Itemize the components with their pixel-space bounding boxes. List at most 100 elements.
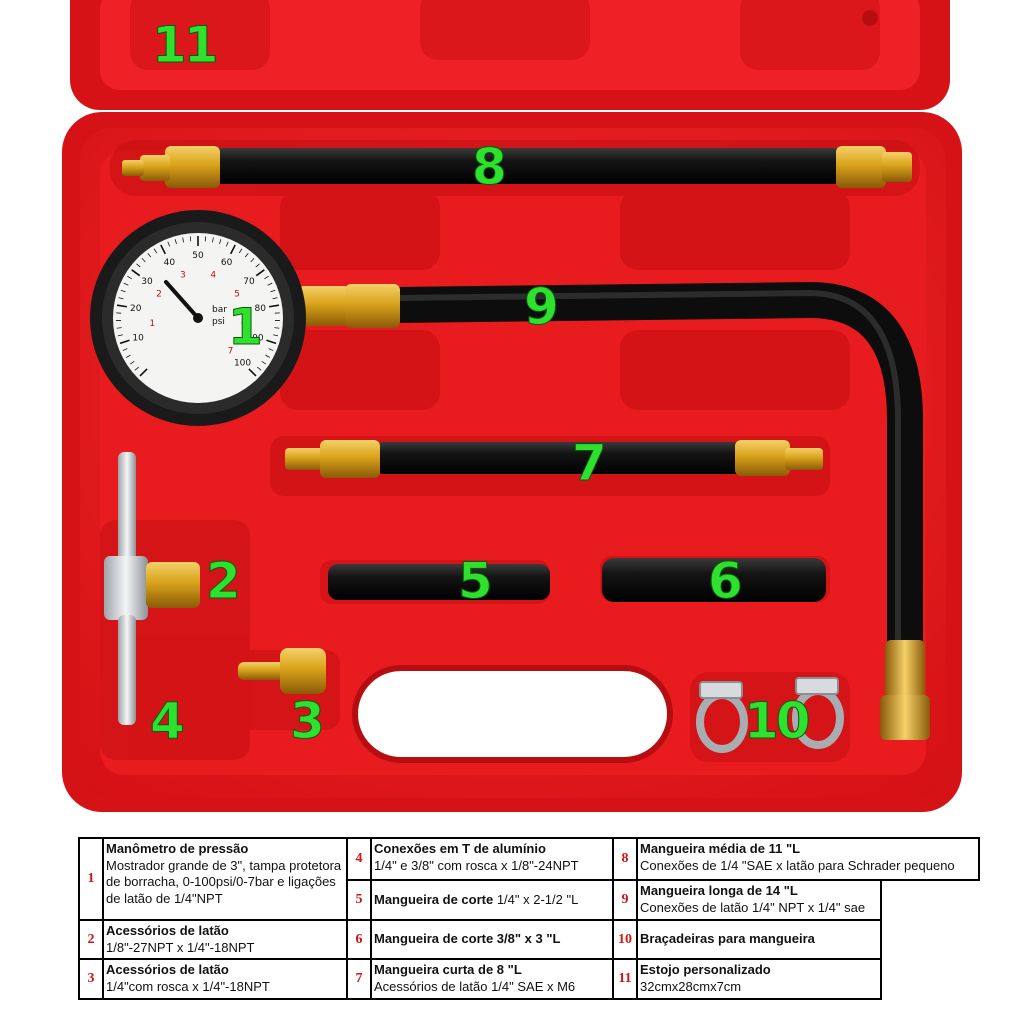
hose-11-inch: [122, 146, 912, 188]
callout-7: 7: [572, 434, 608, 492]
gauge-tick: [268, 304, 280, 308]
gauge-tick: [244, 252, 249, 258]
legend-number: 8: [614, 839, 638, 879]
gauge-needle: [164, 280, 200, 320]
gauge-tick: [136, 263, 141, 268]
legend-desc: 1/4" e 3/8" com rosca x 1/8"-24NPT: [374, 857, 579, 873]
callout-11: 11: [152, 16, 220, 74]
legend-number: 2: [80, 921, 104, 958]
gauge-tick: [139, 368, 148, 377]
callout-8: 8: [472, 138, 508, 196]
cut-hose-3-8-inch: [602, 558, 826, 602]
gauge-psi-label: 70: [243, 277, 255, 287]
gauge-tick: [264, 275, 269, 280]
gauge-tick: [248, 368, 257, 377]
legend-title: Acessórios de latão: [106, 962, 229, 977]
gauge-tick: [212, 237, 214, 243]
gauge-bar-label: 3: [180, 271, 186, 281]
legend-number: 3: [80, 960, 104, 998]
gauge-tick: [261, 360, 267, 365]
gauge-tick: [268, 348, 274, 351]
gauge-tick: [127, 275, 132, 280]
gauge-tick: [153, 248, 158, 254]
gauge-tick: [229, 244, 236, 255]
legend-desc: 1/8"-27NPT x 1/4"-18NPT: [106, 939, 255, 955]
legend-desc: 1/4" x 2-1/2 "L: [496, 891, 579, 907]
legend-title: Mangueira de corte 3/8" x 3 "L: [374, 931, 561, 947]
gauge-bar-label: 5: [234, 290, 240, 300]
legend-title: Mangueira curta de 8 "L: [374, 962, 522, 977]
gauge-unit-psi: psi: [212, 317, 225, 327]
gauge-tick: [141, 257, 146, 263]
gauge-tick: [122, 348, 128, 351]
legend-title: Estojo personalizado: [640, 962, 771, 977]
gauge-tick: [125, 354, 131, 358]
gauge-psi-label: 80: [254, 304, 266, 314]
legend-desc: Conexões de latão 1/4" NPT x 1/4" sae: [640, 899, 866, 915]
hose-8-inch: [285, 440, 823, 478]
legend-desc: Mostrador grande de 3", tampa protetora …: [106, 857, 342, 906]
gauge-tick: [265, 354, 271, 358]
gauge-tick: [167, 241, 171, 247]
legend-row-5: 5 Mangueira de corte 1/4" x 2-1/2 "L: [346, 879, 614, 921]
gauge-tick: [273, 334, 279, 337]
gauge-bar-label: 4: [210, 271, 216, 281]
gauge-psi-label: 30: [141, 277, 153, 287]
legend-desc: Acessórios de latão 1/4" SAE x M6: [374, 978, 576, 994]
legend-row-10: 10 Braçadeiras para mangueira: [612, 919, 882, 960]
legend-number: 11: [614, 960, 638, 998]
legend-title: Manômetro de pressão: [106, 841, 249, 856]
legend-row-6: 6 Mangueira de corte 3/8" x 3 "L: [346, 919, 614, 960]
aluminum-t-connector: [104, 452, 200, 725]
callout-5: 5: [458, 552, 494, 610]
gauge-tick: [129, 360, 135, 365]
legend-desc: 32cmx28cmx7cm: [640, 978, 742, 994]
gauge-bar-label: 7: [228, 347, 234, 357]
cut-hose-quarter-inch: [328, 564, 550, 600]
gauge-psi-label: 100: [234, 359, 251, 369]
gauge-unit-bar: bar: [212, 305, 227, 315]
gauge-tick: [267, 282, 273, 286]
callout-6: 6: [708, 552, 744, 610]
gauge-tick: [274, 327, 280, 329]
gauge-psi-label: 40: [164, 258, 176, 268]
gauge-bar-label: 2: [156, 290, 162, 300]
case-handle-cutout: [352, 665, 673, 763]
gauge-tick: [160, 244, 167, 255]
gauge-bar-label: 6: [241, 319, 247, 329]
hose-14-inch: [298, 281, 930, 740]
case-lid: [70, 0, 950, 110]
legend-title: Braçadeiras para mangueira: [640, 931, 815, 947]
legend-number: 9: [614, 881, 638, 919]
gauge-tick: [147, 252, 152, 258]
callout-3: 3: [290, 692, 326, 750]
gauge-tick: [255, 269, 265, 277]
gauge-psi-label: 20: [130, 304, 142, 314]
gauge-tick: [119, 339, 130, 345]
gauge-tick: [272, 297, 278, 300]
brass-fitting: [238, 648, 326, 694]
callout-9: 9: [524, 278, 560, 336]
legend-number: 4: [348, 839, 372, 879]
gauge-tick: [182, 237, 184, 243]
legend-number: 6: [348, 921, 372, 958]
gauge-tick: [225, 241, 229, 247]
callout-4: 4: [150, 692, 186, 750]
gauge-tick: [238, 248, 243, 254]
gauge-tick: [131, 269, 141, 277]
gauge-tick: [116, 304, 128, 308]
gauge-psi-label: 90: [252, 333, 264, 343]
gauge-bar-label: 1: [149, 319, 155, 329]
legend-desc: 1/4"com rosca x 1/4"-18NPT: [106, 978, 270, 994]
legend-title: Acessórios de latão: [106, 923, 229, 938]
gauge-tick: [257, 366, 262, 371]
legend-desc: Conexões de 1/4 "SAE x latão para Schrad…: [640, 857, 955, 873]
gauge-psi-label: 60: [221, 258, 233, 268]
legend-title: Mangueira média de 11 "L: [640, 841, 801, 856]
